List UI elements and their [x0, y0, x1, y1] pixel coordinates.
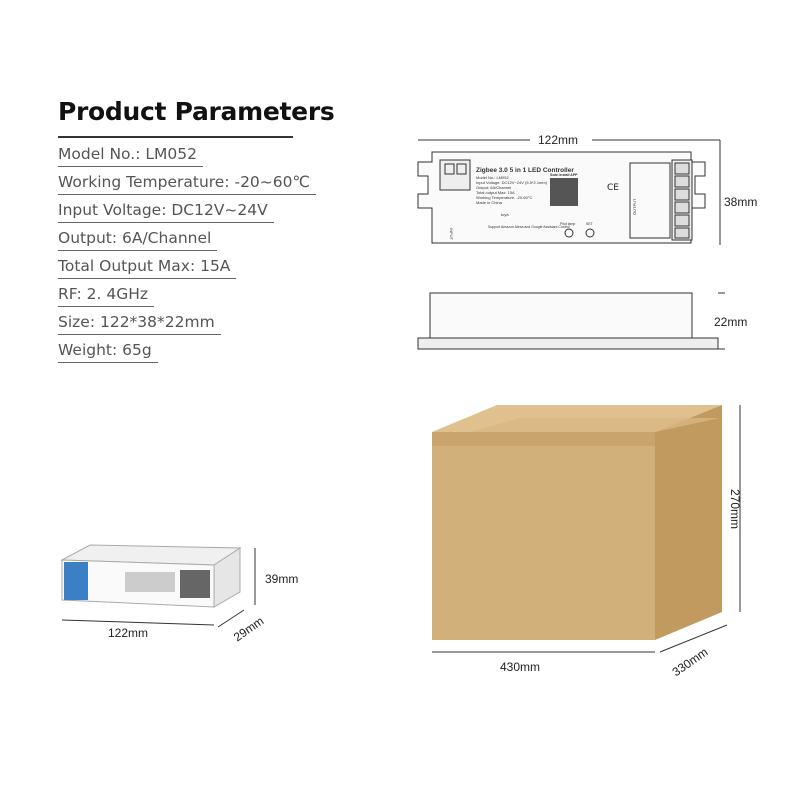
- dim-package-length: 122mm: [108, 626, 149, 640]
- param-weight: Weight: 65g: [58, 338, 316, 366]
- param-text: Total Output Max: 15A: [58, 254, 237, 279]
- output-label: OUTPUT: [632, 198, 637, 215]
- parameter-list: Model No.: LM052 Working Temperature: -2…: [58, 142, 316, 366]
- param-output: Output: 6A/Channel: [58, 226, 316, 254]
- shipping-carton: [432, 405, 741, 653]
- dim-carton-height: 270mm: [728, 488, 743, 530]
- dim-controller-height: 22mm: [714, 315, 748, 329]
- set-label: SET: [586, 222, 594, 226]
- dim-controller-width: 38mm: [724, 195, 758, 209]
- svg-text:CE: CE: [607, 183, 619, 193]
- label-line: Model No.: LM052: [476, 175, 509, 180]
- param-rf: RF: 2. 4GHz: [58, 282, 316, 310]
- param-temperature: Working Temperature: -20~60℃: [58, 170, 316, 198]
- voice-label: Support Amazon Alexa and Google Assistan…: [488, 225, 570, 229]
- param-text: RF: 2. 4GHz: [58, 282, 155, 307]
- dim-controller-length: 122mm: [538, 133, 579, 147]
- label-line: Made in China: [476, 200, 503, 205]
- param-text: Weight: 65g: [58, 338, 158, 363]
- dim-package-height: 39mm: [265, 572, 299, 586]
- label-line: Input Voltage: DC12V~24V (5.5*2.1mm): [476, 180, 548, 185]
- param-total-output: Total Output Max: 15A: [58, 254, 316, 282]
- input-label: INPUT: [449, 228, 454, 241]
- controller-side-view: [417, 292, 725, 350]
- label-line: Total output Max: 15A: [476, 190, 515, 195]
- param-text: Output: 6A/Channel: [58, 226, 218, 251]
- label-line: Working Temperature: -20-60°C: [476, 195, 532, 200]
- brand-logo: tuya: [501, 212, 509, 217]
- app-label: Scan install APP: [550, 173, 578, 177]
- retail-package: [60, 544, 256, 628]
- pilot-lamp-label: Pilot lamp: [560, 222, 575, 226]
- param-text: Input Voltage: DC12V~24V: [58, 198, 274, 223]
- title-divider: [58, 136, 293, 138]
- param-text: Size: 122*38*22mm: [58, 310, 221, 335]
- page-title: Product Parameters: [58, 97, 335, 126]
- controller-top-view: CE: [417, 139, 721, 245]
- param-text: Working Temperature: -20~60℃: [58, 170, 316, 195]
- param-size: Size: 122*38*22mm: [58, 310, 316, 338]
- controller-heading: Zigbee 3.0 5 in 1 LED Controller: [476, 167, 574, 174]
- param-text: Model No.: LM052: [58, 142, 203, 167]
- label-line: Output: 6A/Channel: [476, 185, 511, 190]
- param-model: Model No.: LM052: [58, 142, 316, 170]
- param-voltage: Input Voltage: DC12V~24V: [58, 198, 316, 226]
- dim-carton-length: 430mm: [500, 660, 541, 674]
